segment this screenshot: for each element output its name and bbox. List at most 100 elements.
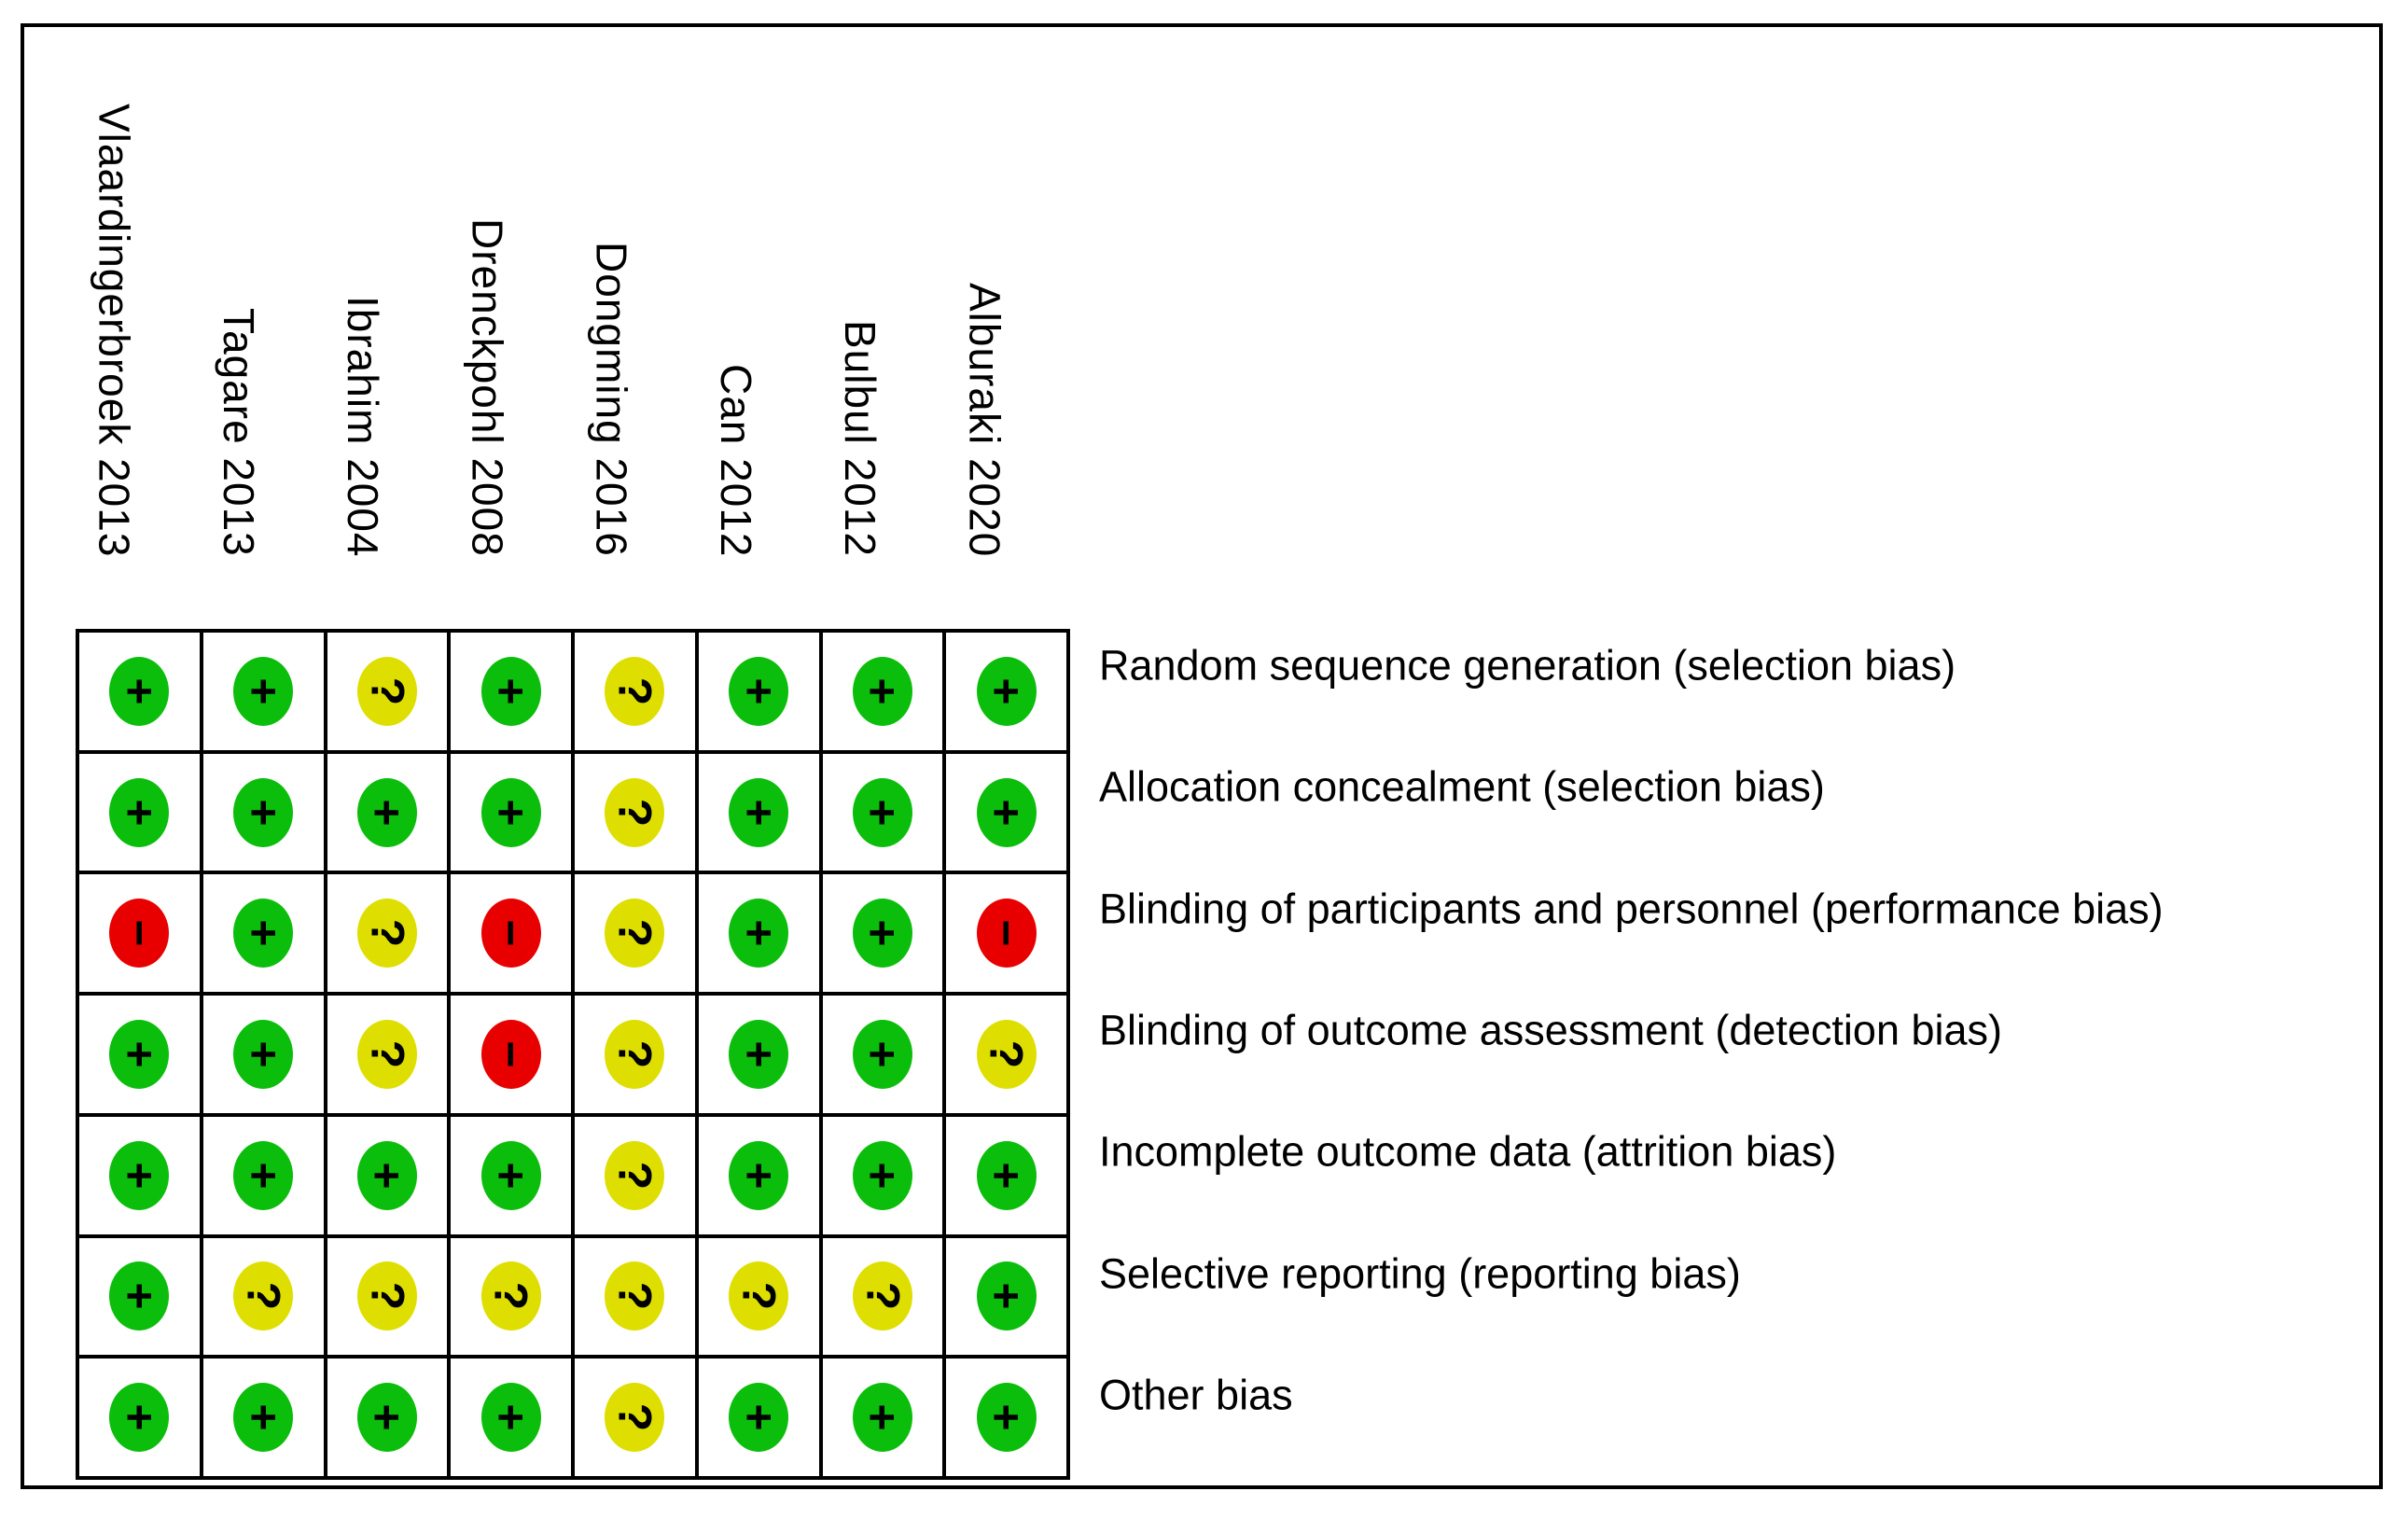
judgement-cell: + — [201, 994, 326, 1115]
judgement-cell: − — [449, 994, 573, 1115]
unclear-risk-circle: ? — [605, 777, 665, 847]
domain-label: Other bias — [1099, 1371, 1293, 1419]
unclear-risk-circle: ? — [480, 1261, 541, 1331]
low-risk-symbol: + — [732, 677, 786, 705]
judgement-cell: ? — [325, 1235, 450, 1358]
low-risk-circle: + — [356, 1383, 417, 1453]
low-risk-circle: + — [852, 1019, 912, 1089]
judgement-cell: + — [820, 1114, 945, 1236]
judgement-cell: + — [201, 1114, 326, 1236]
judgement-cell: + — [77, 1114, 202, 1236]
judgement-cell: + — [201, 1357, 326, 1478]
judgement-cell: ? — [201, 1235, 326, 1358]
low-risk-symbol: + — [980, 798, 1033, 827]
judgement-cell: + — [696, 872, 821, 995]
low-risk-symbol: + — [237, 798, 290, 827]
low-risk-circle: + — [480, 656, 541, 726]
unclear-risk-symbol: ? — [608, 919, 661, 948]
low-risk-symbol: + — [484, 1162, 537, 1190]
judgement-cell: + — [77, 1235, 202, 1358]
low-risk-symbol: + — [856, 919, 909, 947]
judgement-cell: + — [449, 1357, 573, 1478]
low-risk-circle: + — [729, 1019, 789, 1089]
unclear-risk-circle: ? — [605, 656, 665, 726]
low-risk-symbol: + — [113, 677, 166, 705]
low-risk-circle: + — [233, 1140, 294, 1210]
low-risk-symbol: + — [980, 1282, 1033, 1311]
unclear-risk-symbol: ? — [237, 1282, 290, 1311]
low-risk-circle: + — [852, 656, 912, 726]
unclear-risk-symbol: ? — [608, 798, 661, 827]
unclear-risk-circle: ? — [356, 1019, 417, 1089]
low-risk-symbol: + — [856, 1040, 909, 1068]
study-header: Bulbul 2012 — [836, 320, 885, 557]
domain-label: Random sequence generation (selection bi… — [1099, 641, 1956, 690]
low-risk-symbol: + — [856, 677, 909, 705]
low-risk-symbol: + — [113, 1403, 166, 1431]
judgement-cell: + — [696, 994, 821, 1115]
study-header: Vlaardingerbroek 2013 — [90, 103, 139, 557]
low-risk-symbol: + — [732, 919, 786, 947]
low-risk-symbol: + — [360, 1162, 413, 1190]
low-risk-symbol: + — [484, 798, 537, 827]
unclear-risk-symbol: ? — [608, 1161, 661, 1190]
judgement-cell: ? — [573, 994, 697, 1115]
judgement-cell: + — [944, 1235, 1068, 1358]
judgement-cell: + — [820, 631, 945, 752]
judgement-cell: ? — [325, 994, 450, 1115]
low-risk-circle: + — [109, 1019, 170, 1089]
low-risk-symbol: + — [237, 1162, 290, 1190]
judgement-cell: + — [820, 872, 945, 995]
study-header: Tagare 2013 — [214, 308, 263, 557]
low-risk-circle: + — [976, 1383, 1037, 1453]
unclear-risk-circle: ? — [356, 1261, 417, 1331]
unclear-risk-circle: ? — [976, 1019, 1037, 1089]
unclear-risk-symbol: ? — [608, 1282, 661, 1311]
judgement-cell: ? — [573, 1114, 697, 1236]
judgement-cell: + — [696, 751, 821, 873]
low-risk-circle: + — [852, 1140, 912, 1210]
domain-label: Blinding of participants and personnel (… — [1099, 884, 2164, 932]
low-risk-symbol: + — [856, 1403, 909, 1431]
study-header: Dongming 2016 — [587, 242, 636, 557]
unclear-risk-circle: ? — [233, 1261, 294, 1331]
judgement-cell: ? — [325, 872, 450, 995]
judgement-grid: ++?+?+++++++?+++−+?−?++−++?−?++?++++?+++… — [76, 629, 1070, 1480]
unclear-risk-symbol: ? — [608, 1039, 661, 1069]
judgement-cell: + — [201, 751, 326, 873]
judgement-cell: + — [77, 994, 202, 1115]
low-risk-circle: + — [356, 777, 417, 847]
judgement-cell: + — [325, 1357, 450, 1478]
high-risk-symbol: − — [113, 919, 166, 947]
judgement-cell: ? — [573, 751, 697, 873]
study-header: Ibrahim 2004 — [339, 295, 388, 558]
judgement-cell: − — [449, 872, 573, 995]
unclear-risk-circle: ? — [356, 656, 417, 726]
low-risk-symbol: + — [732, 1040, 786, 1068]
low-risk-circle: + — [109, 656, 170, 726]
unclear-risk-symbol: ? — [608, 1402, 661, 1432]
low-risk-circle: + — [480, 1140, 541, 1210]
domain-label: Allocation concealment (selection bias) — [1099, 762, 1825, 811]
judgement-cell: + — [944, 1114, 1068, 1236]
low-risk-circle: + — [976, 1261, 1037, 1331]
high-risk-circle: − — [109, 899, 170, 969]
judgement-cell: + — [820, 994, 945, 1115]
low-risk-circle: + — [109, 1140, 170, 1210]
judgement-cell: + — [944, 751, 1068, 873]
unclear-risk-circle: ? — [605, 1261, 665, 1331]
study-header: Alburaki 2020 — [960, 282, 1009, 557]
judgement-cell: ? — [449, 1235, 573, 1358]
judgement-cell: + — [696, 1114, 821, 1236]
low-risk-symbol: + — [484, 677, 537, 705]
judgement-cell: + — [820, 751, 945, 873]
judgement-cell: + — [820, 1357, 945, 1478]
unclear-risk-symbol: ? — [856, 1282, 909, 1311]
low-risk-symbol: + — [980, 1162, 1033, 1190]
unclear-risk-symbol: ? — [484, 1282, 537, 1311]
unclear-risk-circle: ? — [729, 1261, 789, 1331]
unclear-risk-circle: ? — [605, 1140, 665, 1210]
judgement-cell: ? — [325, 631, 450, 752]
low-risk-circle: + — [729, 656, 789, 726]
judgement-cell: ? — [573, 631, 697, 752]
